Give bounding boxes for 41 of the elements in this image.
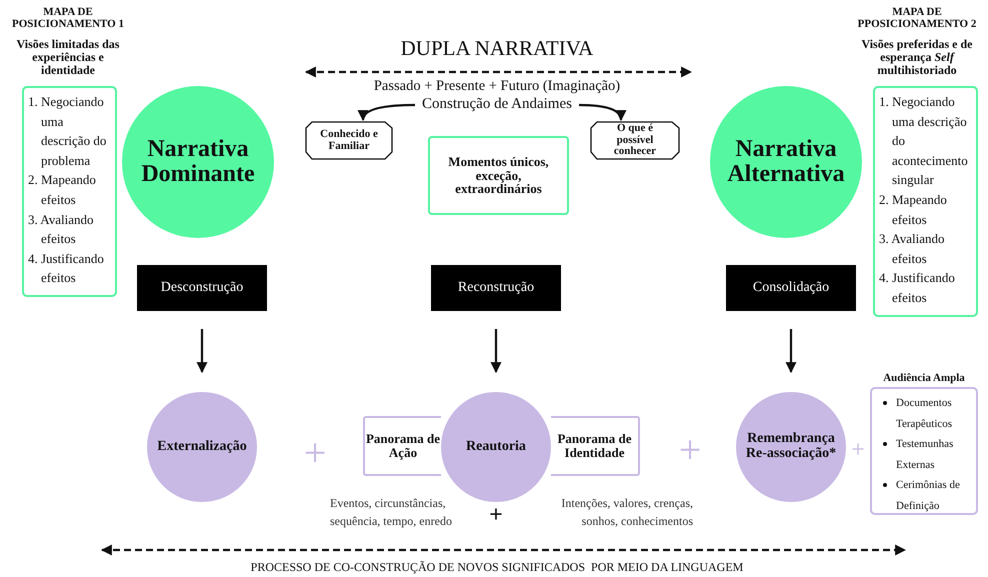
arrow <box>786 329 796 374</box>
plus-sign: + <box>850 438 866 462</box>
descriptor-text: Intenções, valores, crenças, sonhos, conhecimentos <box>560 495 693 530</box>
plus-sign: + <box>488 503 504 527</box>
map-heading: MAPA DE PPOSICIONAMENTO 2 <box>856 6 978 30</box>
stage-box: Desconstrução <box>137 265 267 311</box>
list-item: Documentos Terapêuticos <box>876 393 973 434</box>
landscape-box: Panorama de Identidade <box>551 416 640 476</box>
arrow <box>490 329 502 374</box>
map-subheading: Visões limitadas das experiências e identidade <box>16 38 120 77</box>
arrow <box>578 104 626 122</box>
narrative-circle: Narrativa Dominante <box>122 86 274 238</box>
map-subheading: Visões preferidas e de esperança Self multihistoriado <box>861 38 973 77</box>
map-heading: MAPA DE POSICIONAMENTO 1 <box>11 6 125 30</box>
map-heading: Audiência Ampla <box>882 372 966 384</box>
stage-box: Reconstrução <box>431 265 561 311</box>
practice-circle: Remembrança Re-associação* <box>736 392 846 502</box>
list-item: Testemunhas Externas <box>876 434 973 475</box>
timeline-text: Passado + Presente + Futuro (Imaginação) <box>372 79 622 94</box>
list-item: 3. Avaliando efeitos <box>879 230 946 268</box>
diagram-title: DUPLA NARRATIVA <box>400 36 594 61</box>
stage-box: Consolidação <box>726 265 856 311</box>
list-item: 2. Mapeando efeitos <box>879 190 948 229</box>
practice-circle: Reautoria <box>441 392 551 502</box>
plus-sign: + <box>678 430 702 470</box>
list-item: 1. Negociando uma descrição do acontecimento singular <box>879 93 969 190</box>
arrow <box>359 104 416 122</box>
list-item: 2. Mapeando efeitos <box>28 171 97 209</box>
list-item: 3. Avaliando efeitos <box>28 210 94 248</box>
list-item: 4. Justificando efeitos <box>879 269 956 307</box>
narrative-circle: Narrativa Alternativa <box>710 86 862 238</box>
list-item: 4. Justificando efeitos <box>28 250 105 288</box>
arrow <box>196 329 208 374</box>
scaffolding-text: Construção de Andaimes <box>417 96 577 114</box>
unique-moments-box: Momentos únicos, exceção, extraordinários <box>428 136 569 215</box>
landscape-box: Panorama de Ação <box>363 416 441 476</box>
process-caption-text: PROCESSO DE CO-CONSTRUÇÃO DE NOVOS SIGNIFICADOS POR MEIO DA LINGUAGEM <box>250 561 744 573</box>
plus-sign: + <box>302 433 328 473</box>
list-item: Cerimônias de Definição <box>876 475 973 516</box>
list-item: 1. Negociando uma descrição do problema <box>28 93 108 170</box>
practice-circle: Externalização <box>147 392 257 502</box>
